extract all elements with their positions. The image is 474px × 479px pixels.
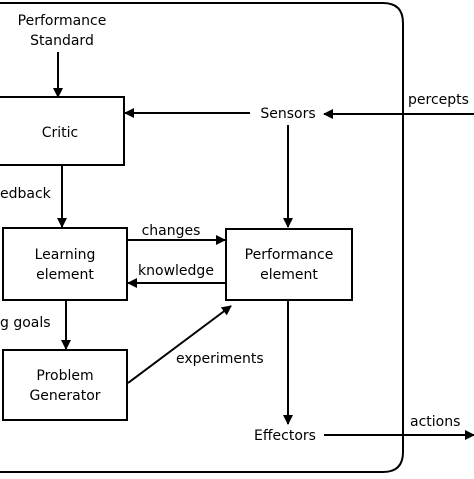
experiments-label: experiments: [176, 351, 264, 367]
effectors-label: Effectors: [254, 428, 316, 444]
performance-element-label-line2: element: [260, 267, 318, 283]
critic-box: [0, 96, 125, 166]
problem-generator-label-line2: Generator: [29, 388, 100, 404]
performance-standard-label-line1: Performance: [18, 13, 107, 29]
feedback-label: edback: [0, 186, 52, 202]
agent-boundary: [0, 2, 404, 473]
performance-element-label-line1: Performance: [245, 247, 334, 263]
learning-element-label-line1: Learning: [35, 247, 96, 263]
knowledge-label: knowledge: [138, 263, 214, 279]
performance-element-box: [225, 228, 353, 301]
learning-element-box: [2, 227, 128, 301]
percepts-label: percepts: [408, 92, 469, 108]
experiments-arrow: [127, 305, 232, 384]
learning-goals-label: g goals: [0, 315, 51, 331]
learning-element-label-line2: element: [36, 267, 94, 283]
critic-label: Critic: [42, 125, 79, 141]
actions-label: actions: [410, 414, 460, 430]
problem-generator-label-line1: Problem: [36, 368, 93, 384]
changes-label: changes: [142, 223, 201, 239]
performance-standard-label-line2: Standard: [30, 33, 94, 49]
sensors-label: Sensors: [260, 106, 315, 122]
problem-generator-box: [2, 349, 128, 421]
